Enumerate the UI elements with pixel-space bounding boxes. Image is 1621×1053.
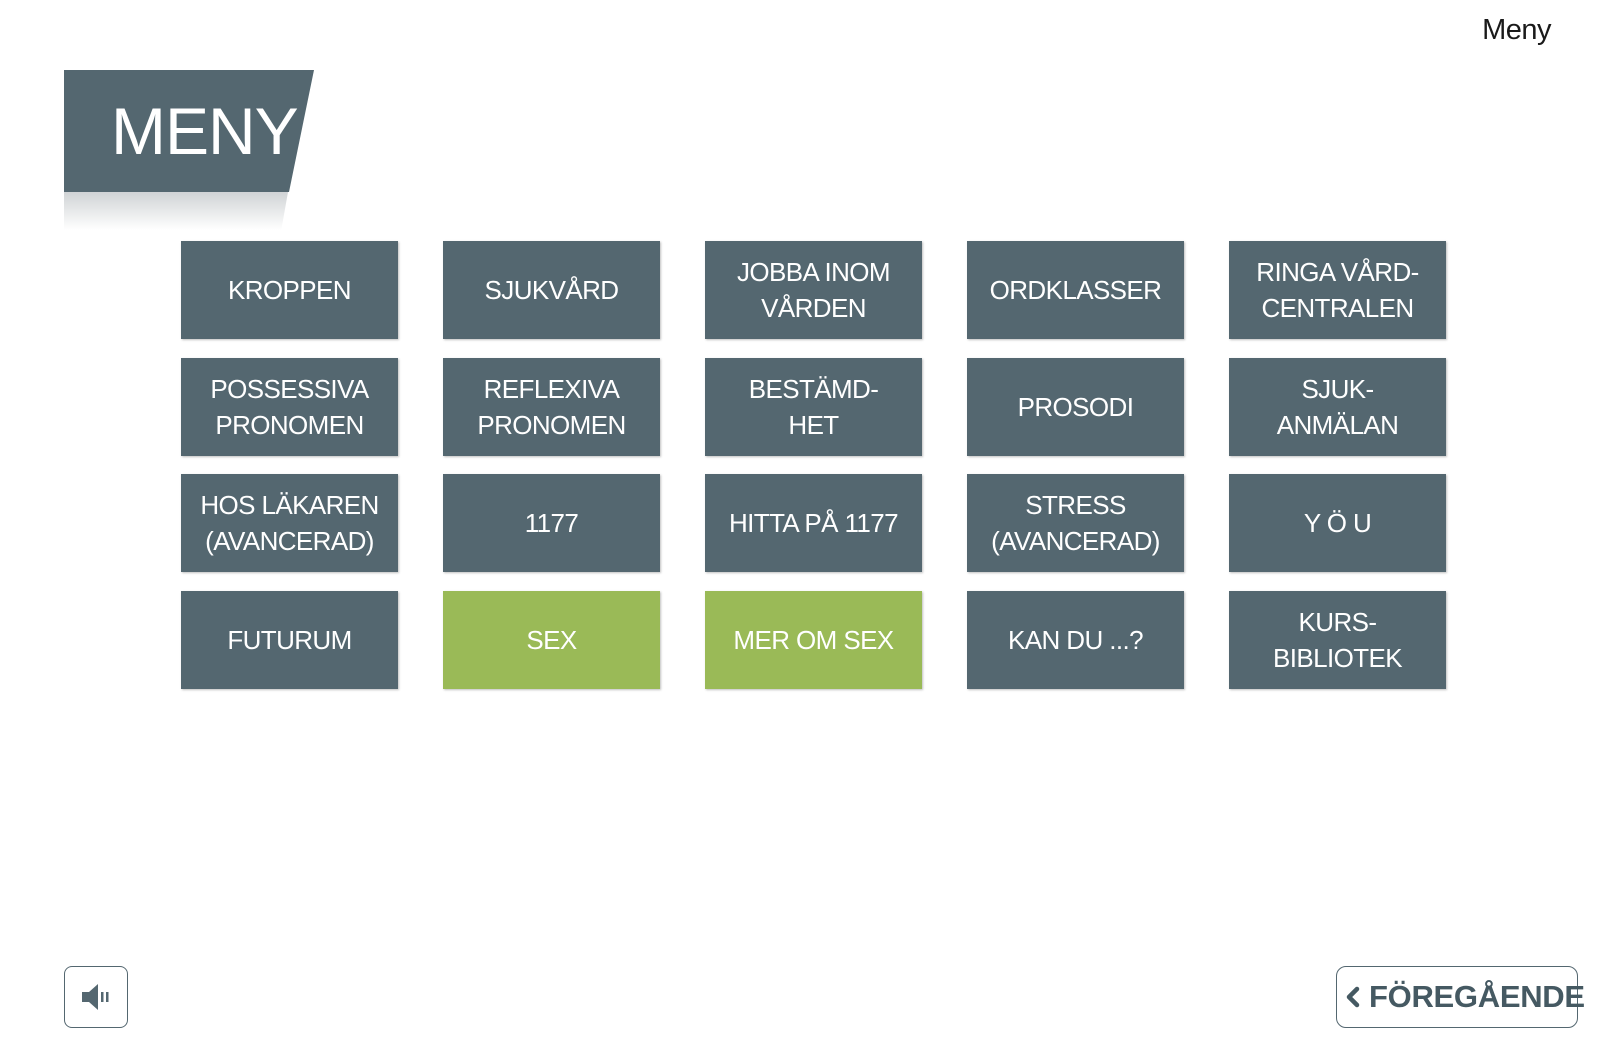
menu-tile-futurum[interactable]: FUTURUM [181,591,398,689]
menu-tile-bestamdhet[interactable]: BESTÄMD- HET [705,358,922,456]
speaker-icon [82,984,109,1010]
menu-tile-hos-lakaren[interactable]: HOS LÄKAREN (AVANCERAD) [181,474,398,572]
menu-tile-sjukvard[interactable]: SJUKVÅRD [443,241,660,339]
menu-tile-reflexiva-pronomen[interactable]: REFLEXIVA PRONOMEN [443,358,660,456]
menu-tile-kursbibliotek[interactable]: KURS- BIBLIOTEK [1229,591,1446,689]
audio-button[interactable] [64,966,128,1028]
menu-tile-kan-du[interactable]: KAN DU ...? [967,591,1184,689]
top-menu-link[interactable]: Meny [1482,14,1551,46]
previous-button-label: FÖREGÅENDE [1369,979,1585,1014]
menu-tile-sjukanmalan[interactable]: SJUK- ANMÄLAN [1229,358,1446,456]
menu-tile-hitta-pa-1177[interactable]: HITTA PÅ 1177 [705,474,922,572]
page-title-banner: MENY [64,70,314,230]
menu-tile-1177[interactable]: 1177 [443,474,660,572]
title-banner-shape [64,70,314,192]
menu-tile-possessiva-pronomen[interactable]: POSSESSIVA PRONOMEN [181,358,398,456]
menu-tile-jobba-inom-varden[interactable]: JOBBA INOM VÅRDEN [705,241,922,339]
chevron-left-icon [1345,985,1361,1009]
menu-tile-mer-om-sex[interactable]: MER OM SEX [705,591,922,689]
menu-tile-stress[interactable]: STRESS (AVANCERAD) [967,474,1184,572]
menu-tile-sex[interactable]: SEX [443,591,660,689]
page-title: MENY [111,94,299,168]
previous-button[interactable]: FÖREGÅENDE [1336,966,1585,1028]
menu-tile-ordklasser[interactable]: ORDKLASSER [967,241,1184,339]
menu-tile-you[interactable]: Y Ö U [1229,474,1446,572]
menu-tile-ringa-vardcentralen[interactable]: RINGA VÅRD- CENTRALEN [1229,241,1446,339]
menu-tile-prosodi[interactable]: PROSODI [967,358,1184,456]
title-banner-shadow [64,192,288,230]
menu-tile-kroppen[interactable]: KROPPEN [181,241,398,339]
